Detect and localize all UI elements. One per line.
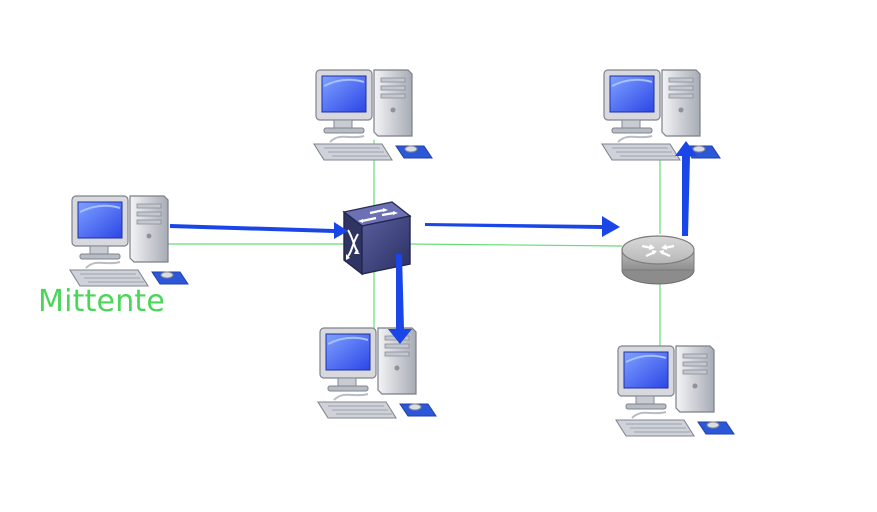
computer-icon-bottom-right — [615, 345, 735, 437]
traffic-arrows — [170, 141, 697, 344]
links — [152, 140, 661, 372]
arrow-router-to-top-right-computer — [675, 141, 697, 236]
computer-icon-top-right — [601, 69, 721, 161]
arrow-switch-to-router — [425, 216, 620, 237]
sender-label: Mittente — [38, 284, 166, 319]
link-switch-router — [407, 243, 623, 247]
computer-icon-sender — [69, 195, 189, 287]
computer-icon-top-middle — [313, 69, 433, 161]
arrow-sender-to-switch — [170, 222, 348, 239]
router-icon — [620, 234, 696, 286]
computer-icon-bottom-middle — [317, 327, 437, 419]
arrow-switch-to-bottom-computer — [388, 254, 412, 344]
